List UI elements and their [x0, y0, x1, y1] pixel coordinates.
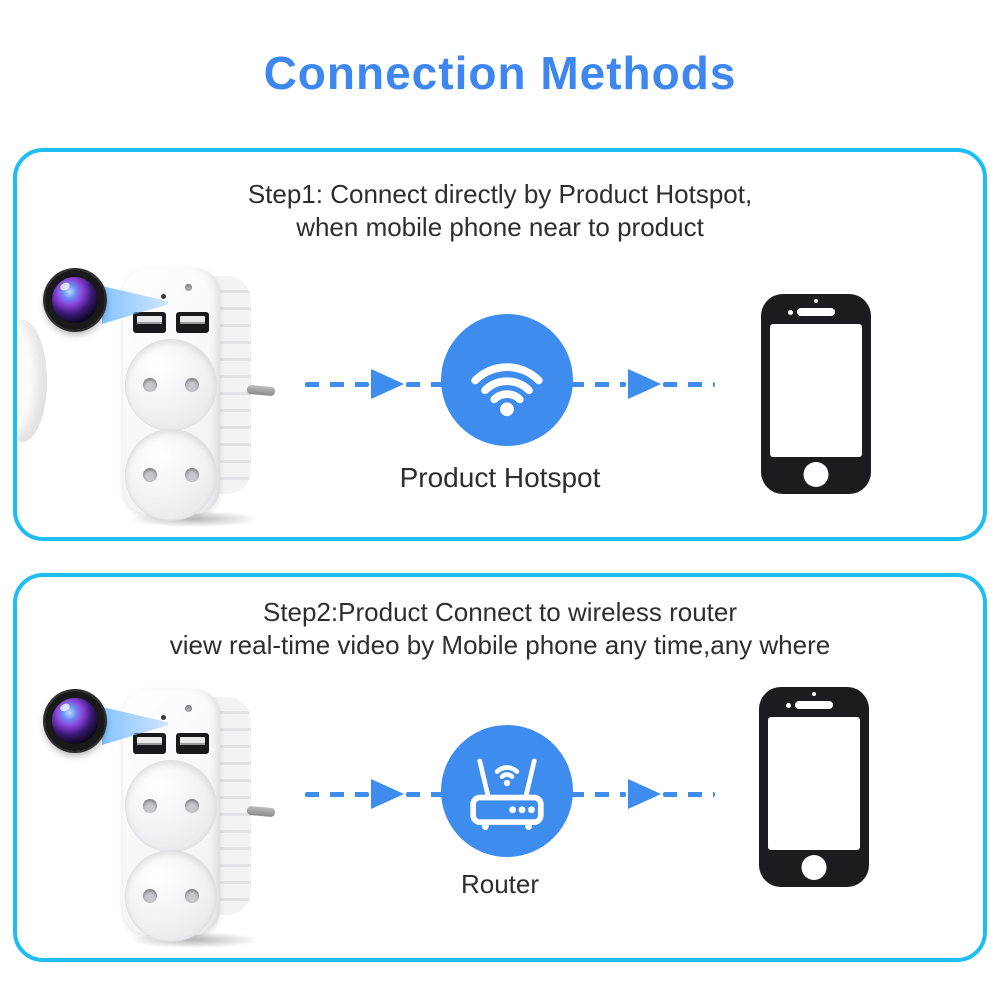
phone-home-button — [801, 855, 827, 880]
flow-arrow-right-icon — [305, 369, 452, 399]
phone-speaker — [797, 308, 835, 316]
step2-heading-line1: Step2:Product Connect to wireless router — [262, 597, 738, 627]
led-dot — [185, 705, 192, 712]
step1-heading: Step1: Connect directly by Product Hotsp… — [17, 178, 983, 244]
step2-node-label: Router — [460, 869, 540, 899]
camera-lens-icon — [45, 270, 105, 330]
usb-port-contact — [180, 737, 205, 745]
socket-pin-hole — [185, 799, 199, 813]
socket-pin-hole — [143, 468, 157, 482]
phone-home-button — [803, 462, 829, 487]
phone-sensor-dot — [814, 299, 818, 303]
socket-outlet — [126, 340, 216, 430]
usb-port — [133, 733, 166, 754]
socket-pin-hole — [185, 889, 199, 903]
background-artifact — [17, 320, 47, 442]
socket-pin-hole — [185, 468, 199, 482]
usb-port-contact — [137, 737, 162, 745]
usb-port-contact — [180, 316, 205, 324]
wifi-hotspot-node — [441, 314, 573, 446]
socket-pin-hole — [143, 378, 157, 392]
step2-heading: Step2:Product Connect to wireless router… — [17, 596, 983, 662]
smartphone-icon — [761, 294, 871, 494]
socket-pin-hole — [143, 799, 157, 813]
led-dot — [185, 284, 192, 291]
device-body — [123, 268, 220, 520]
usb-port — [176, 312, 209, 333]
socket-pin-hole — [143, 889, 157, 903]
router-icon — [470, 758, 544, 831]
pinhole-camera-dot — [161, 715, 166, 720]
power-adapter-camera-image — [45, 683, 285, 958]
power-adapter-camera-image — [45, 262, 285, 537]
wifi-icon — [471, 363, 543, 417]
phone-speaker — [795, 701, 833, 709]
step1-node-label: Product Hotspot — [399, 462, 601, 493]
flow-arrow-right-icon — [570, 369, 715, 399]
socket-pin-hole — [185, 378, 199, 392]
router-node — [441, 725, 573, 857]
flow-arrow-right-icon — [305, 779, 452, 809]
step2-heading-line2: view real-time video by Mobile phone any… — [169, 630, 831, 660]
socket-outlet — [126, 851, 216, 941]
step1-panel: Step1: Connect directly by Product Hotsp… — [13, 148, 987, 541]
pinhole-camera-dot — [161, 294, 166, 299]
smartphone-icon — [759, 687, 869, 887]
camera-lens-icon — [45, 691, 105, 751]
step1-heading-line2: when mobile phone near to product — [296, 212, 704, 242]
usb-port — [176, 733, 209, 754]
step1-heading-line1: Step1: Connect directly by Product Hotsp… — [247, 179, 753, 209]
phone-camera-dot — [788, 310, 793, 315]
usb-port-contact — [137, 316, 162, 324]
step2-panel: Step2:Product Connect to wireless router… — [13, 573, 987, 962]
page-title: Connection Methods — [263, 47, 737, 99]
flow-arrow-right-icon — [570, 779, 715, 809]
usb-port — [133, 312, 166, 333]
phone-screen — [768, 717, 860, 850]
phone-sensor-dot — [812, 692, 816, 696]
socket-outlet — [126, 430, 216, 520]
socket-outlet — [126, 761, 216, 851]
phone-screen — [770, 324, 862, 457]
phone-camera-dot — [786, 703, 791, 708]
